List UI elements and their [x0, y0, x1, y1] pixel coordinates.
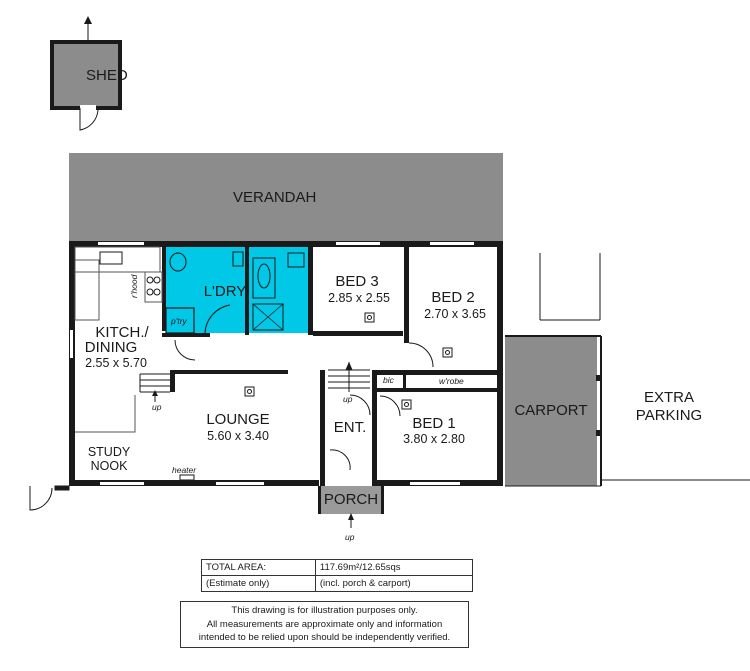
pantry-note: p'try: [170, 316, 188, 326]
kitchen-fixtures: [74, 246, 196, 433]
bic-note: bic: [383, 375, 395, 385]
total-area-label: TOTAL AREA:: [201, 559, 316, 576]
verandah-area: [69, 153, 503, 241]
up-hall: up: [343, 394, 353, 404]
wardrobe-note: w'robe: [439, 376, 464, 386]
house-walls: [69, 241, 503, 486]
kitchen-name-2: DINING: [85, 339, 138, 356]
verandah-label: VERANDAH: [233, 189, 316, 206]
door-swings: [29, 342, 434, 511]
rangehood-note: r'hood: [129, 274, 139, 298]
porch: [318, 486, 384, 528]
porch-label: PORCH: [324, 491, 378, 508]
hall-steps: [328, 361, 371, 416]
carport: [505, 335, 602, 487]
fixture-symbols: [179, 312, 453, 481]
laundry-label: L'DRY: [204, 283, 247, 300]
up-porch: up: [345, 532, 355, 542]
heater-note: heater: [172, 465, 197, 475]
wet-areas: [166, 247, 308, 334]
kitchen-size: 2.55 x 5.70: [85, 356, 147, 370]
study-line1: STUDY: [88, 445, 131, 459]
disclaimer-line1: This drawing is for illustration purpose…: [231, 605, 418, 616]
lounge-name: LOUNGE: [206, 411, 269, 428]
arrow-up-icon: [84, 16, 92, 24]
bed2-size: 2.70 x 3.65: [424, 307, 486, 321]
disclaimer-line2: All measurements are approximate only an…: [206, 618, 443, 630]
bed3-size: 2.85 x 2.55: [328, 291, 390, 305]
bed1-size: 3.80 x 2.80: [403, 432, 465, 446]
estimate-value: (incl. porch & carport): [314, 575, 474, 592]
extra-parking-lines: [539, 253, 750, 481]
total-area-value: 117.69m²/12.65sqs: [314, 559, 474, 576]
bed2-name: BED 2: [431, 289, 474, 306]
estimate-label: (Estimate only): [201, 575, 316, 592]
disclaimer-line3: intended to be relied upon should be ind…: [198, 632, 451, 643]
kitchen-name-1: KITCH./: [95, 324, 149, 341]
shed: [50, 16, 122, 131]
shed-label: SHED: [86, 67, 128, 84]
bed1-name: BED 1: [412, 415, 455, 432]
bed3-name: BED 3: [335, 273, 378, 290]
study-line2: NOOK: [91, 459, 128, 473]
up-kitchen: up: [152, 402, 162, 412]
disclaimer: This drawing is for illustration purpose…: [180, 601, 469, 648]
entry-label: ENT.: [334, 419, 367, 436]
extra-parking-line2: PARKING: [636, 407, 702, 424]
lounge-size: 5.60 x 3.40: [207, 429, 269, 443]
carport-label: CARPORT: [514, 402, 587, 419]
extra-parking-line1: EXTRA: [644, 389, 694, 406]
area-table: TOTAL AREA: 117.69m²/12.65sqs (Estimate …: [201, 559, 474, 592]
